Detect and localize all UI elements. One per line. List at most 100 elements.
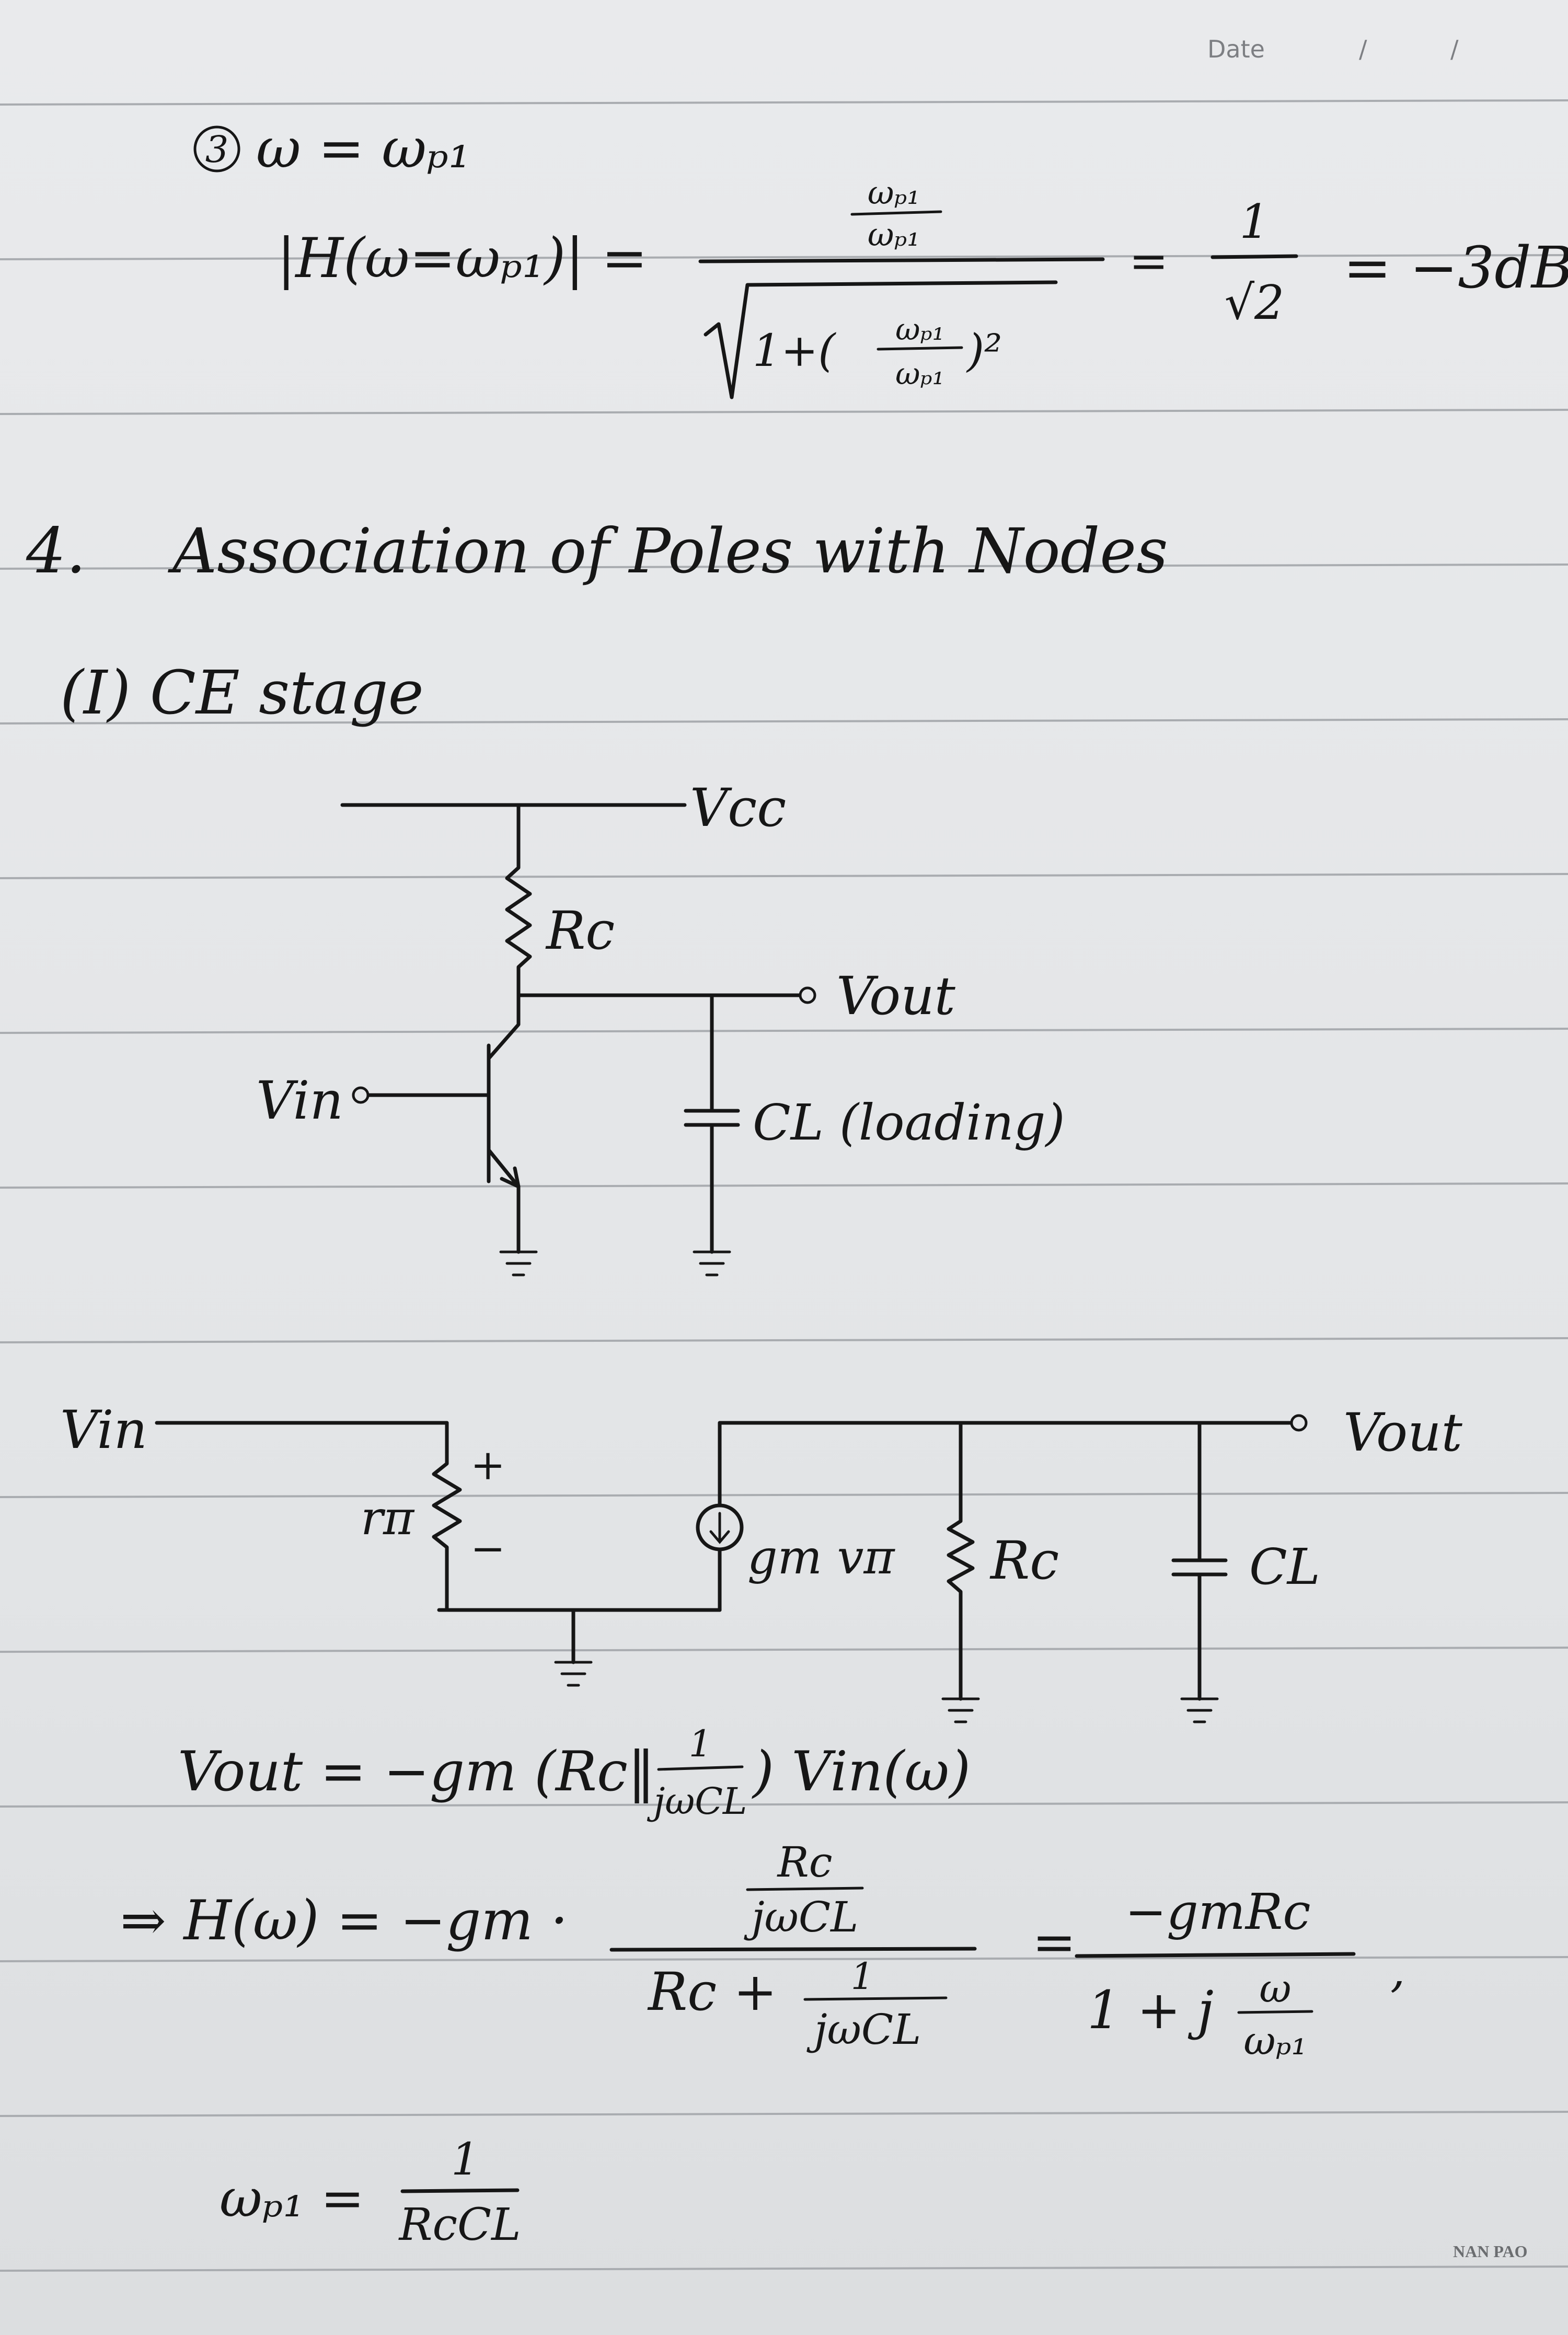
bjt-transistor: [487, 993, 521, 1254]
ground-icon: [693, 1250, 731, 1276]
eq1-frac-bar: [657, 1765, 744, 1771]
ruled-line: [0, 563, 1568, 570]
cl-label: CL (loading): [753, 1094, 1065, 1152]
date-separator: /: [1450, 35, 1459, 63]
inner-fraction-bar: [877, 346, 963, 351]
r-pi-resistor: [432, 1421, 462, 1612]
section-number: 4.: [26, 515, 86, 588]
ruled-lines: [0, 99, 1568, 2272]
r-pi-label: rπ: [361, 1491, 415, 1546]
vin-label: Vin: [60, 1399, 147, 1460]
equals-sign: =: [1129, 234, 1168, 289]
vout-label: Vout: [836, 965, 956, 1027]
ruled-line: [0, 1647, 1568, 1653]
rc-resistor: [947, 1421, 975, 1701]
notebook-brand: NAN PAO: [1453, 2242, 1528, 2261]
ground-icon: [554, 1661, 593, 1687]
eq2-den-frac-den: jωCL: [806, 2005, 921, 2054]
ruled-line: [0, 2111, 1568, 2117]
section-title: Association of Poles with Nodes: [168, 515, 1168, 587]
ground-icon: [941, 1697, 980, 1723]
eq3-num: 1: [451, 2134, 479, 2186]
circled-number-marker: [193, 125, 240, 172]
subsection-title: (I) CE stage: [60, 658, 424, 728]
rc-label: Rc: [989, 1530, 1059, 1591]
ruled-line: [0, 718, 1568, 724]
sqrt-prefix: 1+(: [753, 325, 836, 377]
collector-resistor: [505, 803, 532, 997]
eq2-equals: =: [1032, 1912, 1076, 1973]
output-terminal: [1290, 1414, 1308, 1432]
ruled-line: [0, 99, 1568, 106]
eq1-right: ) Vin(ω): [752, 1740, 971, 1803]
eq2-den-frac-num: 1: [851, 1955, 874, 1998]
vcc-label: Vcc: [690, 777, 786, 838]
ruled-line: [0, 254, 1568, 260]
ruled-line: [0, 1028, 1568, 1034]
result-denominator: √2: [1225, 275, 1285, 330]
plus-sign: +: [470, 1441, 505, 1489]
condition: ω = ωₚ₁: [256, 117, 470, 180]
eq2-rhs-den-frac-den: ωₚ₁: [1243, 2018, 1307, 2064]
eq1-frac-num: 1: [689, 1722, 712, 1765]
eq2-rhs-den-frac-bar: [1237, 2010, 1313, 2014]
result-numerator: 1: [1239, 194, 1269, 249]
ground-icon: [499, 1250, 538, 1276]
circled-number: 3: [205, 128, 229, 171]
ruled-line: [0, 1801, 1568, 1808]
transfer-function-derivation: Vout = −gm (Rc‖ 1 jωCL ) Vin(ω) ⇒ H(ω) =…: [120, 1722, 1405, 2251]
sqrt-sign: [704, 280, 1058, 399]
eq2-num-top: Rc: [776, 1838, 832, 1887]
ruled-line: [0, 873, 1568, 879]
result-fraction-bar: [1210, 254, 1298, 259]
arrow-down-icon: [709, 1512, 730, 1544]
main-fraction-bar: [698, 257, 1105, 263]
eq2-den-frac-bar: [803, 1996, 948, 2001]
magnitude-lhs: |H(ω=ωₚ₁)| =: [277, 226, 648, 290]
vout-label: Vout: [1343, 1402, 1463, 1463]
output-terminal: [799, 986, 816, 1004]
sqrt-suffix: )²: [966, 325, 1002, 377]
eq3-frac-bar: [400, 2188, 520, 2193]
fraction-bar: [850, 210, 942, 216]
rc-label: Rc: [545, 900, 615, 961]
fraction-bottom: ωₚ₁: [868, 215, 920, 254]
minus-sign: −: [470, 1524, 505, 1573]
inner-fraction-bottom: ωₚ₁: [895, 356, 944, 392]
ruled-line: [0, 1956, 1568, 1962]
date-label: Date: [1207, 35, 1265, 63]
ground-icon: [1180, 1697, 1219, 1723]
cl-capacitor: [1171, 1421, 1228, 1701]
eq1-left: Vout = −gm (Rc‖: [178, 1740, 655, 1803]
ce-stage-schematic: Vcc Rc Vout CL (loading) Vin: [256, 777, 1065, 1276]
eq2-left: ⇒ H(ω) = −gm ·: [120, 1889, 568, 1952]
eq2-main-bar: [609, 1947, 977, 1952]
small-signal-model: Vin rπ + − Vout gm vπ Rc CL: [60, 1399, 1463, 1723]
ruled-line: [0, 1492, 1568, 1498]
eq3-den: RcCL: [398, 2199, 521, 2251]
eq2-num-bottom: jωCL: [744, 1893, 858, 1941]
eq2-comma: ,: [1390, 1943, 1405, 1998]
eq2-rhs-den-frac-num: ω: [1259, 1965, 1291, 2011]
load-capacitor: [684, 993, 740, 1254]
emitter-arrow: [500, 1166, 521, 1189]
vin-label: Vin: [256, 1070, 343, 1131]
current-source-icon: [696, 1503, 744, 1551]
eq1-frac-den: jωCL: [647, 1780, 747, 1823]
eq2-rhs-num: −gmRc: [1125, 1883, 1310, 1941]
cl-label: CL: [1249, 1538, 1320, 1596]
ruled-line: [0, 409, 1568, 415]
eq2-den-prefix: Rc +: [647, 1961, 777, 2022]
section-3-pole-magnitude: 3 ω = ωₚ₁ |H(ω=ωₚ₁)| = ωₚ₁ ωₚ₁ 1+( ωₚ₁ ω…: [193, 117, 1568, 399]
ruled-line: [0, 1337, 1568, 1343]
result-decibels: = −3dB: [1343, 234, 1568, 301]
fraction-top: ωₚ₁: [868, 174, 920, 212]
eq3-left: ωₚ₁ =: [220, 2168, 364, 2229]
gm-label: gm vπ: [747, 1530, 895, 1585]
eq2-num-bar: [746, 1887, 864, 1891]
inner-fraction-top: ωₚ₁: [895, 312, 944, 347]
ruled-line: [0, 1182, 1568, 1189]
eq2-rhs-bar: [1075, 1952, 1356, 1958]
